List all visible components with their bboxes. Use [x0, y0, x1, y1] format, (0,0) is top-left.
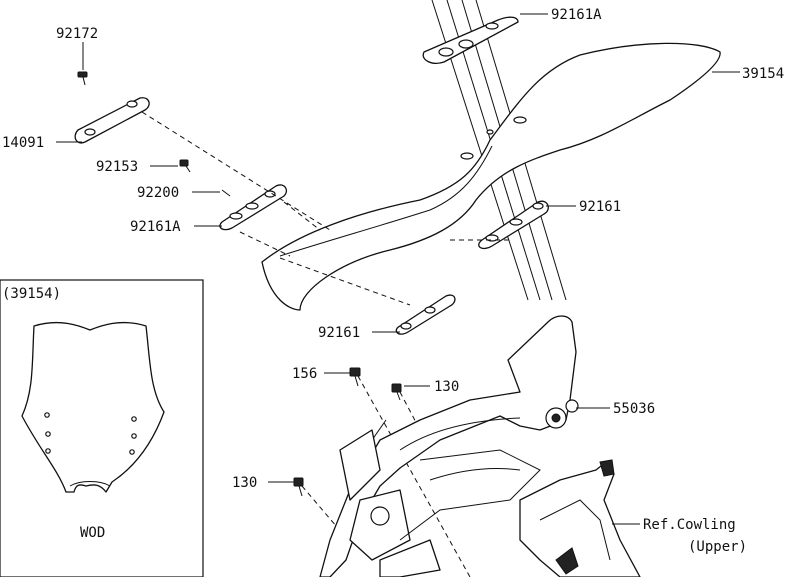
label-92172: 92172 — [56, 26, 98, 42]
label-55036: 55036 — [613, 401, 655, 417]
cover-14091[interactable] — [74, 97, 150, 144]
windshield-front-view[interactable] — [21, 322, 165, 493]
label-39154: 39154 — [742, 66, 784, 82]
bolt-130-top[interactable] — [391, 383, 402, 401]
screw-92153[interactable] — [179, 159, 191, 173]
bracket-92161a-left[interactable] — [219, 184, 288, 231]
inset-caption: WOD — [80, 525, 105, 541]
washer-92200[interactable] — [221, 189, 231, 197]
label-92153: 92153 — [96, 159, 138, 175]
screw-92172[interactable] — [77, 71, 88, 86]
bracket-92161-bottom[interactable] — [395, 294, 456, 335]
bolt-130-left[interactable] — [293, 477, 304, 497]
inset-title: (39154) — [2, 286, 61, 302]
label-92200: 92200 — [137, 185, 179, 201]
label-92161a-top: 92161A — [551, 7, 602, 23]
label-ref-cowling-upper: (Upper) — [688, 539, 747, 555]
label-ref-cowling: Ref.Cowling — [643, 517, 736, 533]
bracket-92161-right[interactable] — [478, 200, 549, 250]
label-156: 156 — [292, 366, 317, 382]
inset-panel: (39154) WOD — [0, 279, 204, 577]
label-92161-bottom: 92161 — [318, 325, 360, 341]
label-130-left: 130 — [232, 475, 257, 491]
assembly-lines — [141, 111, 510, 577]
label-14091: 14091 — [2, 135, 44, 151]
bracket-92161a-top[interactable] — [422, 16, 519, 64]
windshield[interactable] — [261, 42, 721, 311]
leader-lines — [56, 13, 740, 525]
label-92161-right: 92161 — [579, 199, 621, 215]
bolt-156[interactable] — [349, 367, 361, 387]
label-92161a-left: 92161A — [130, 219, 181, 235]
cowling-upper[interactable] — [519, 459, 641, 577]
label-130-top: 130 — [434, 379, 459, 395]
stay-55036[interactable] — [319, 315, 579, 577]
